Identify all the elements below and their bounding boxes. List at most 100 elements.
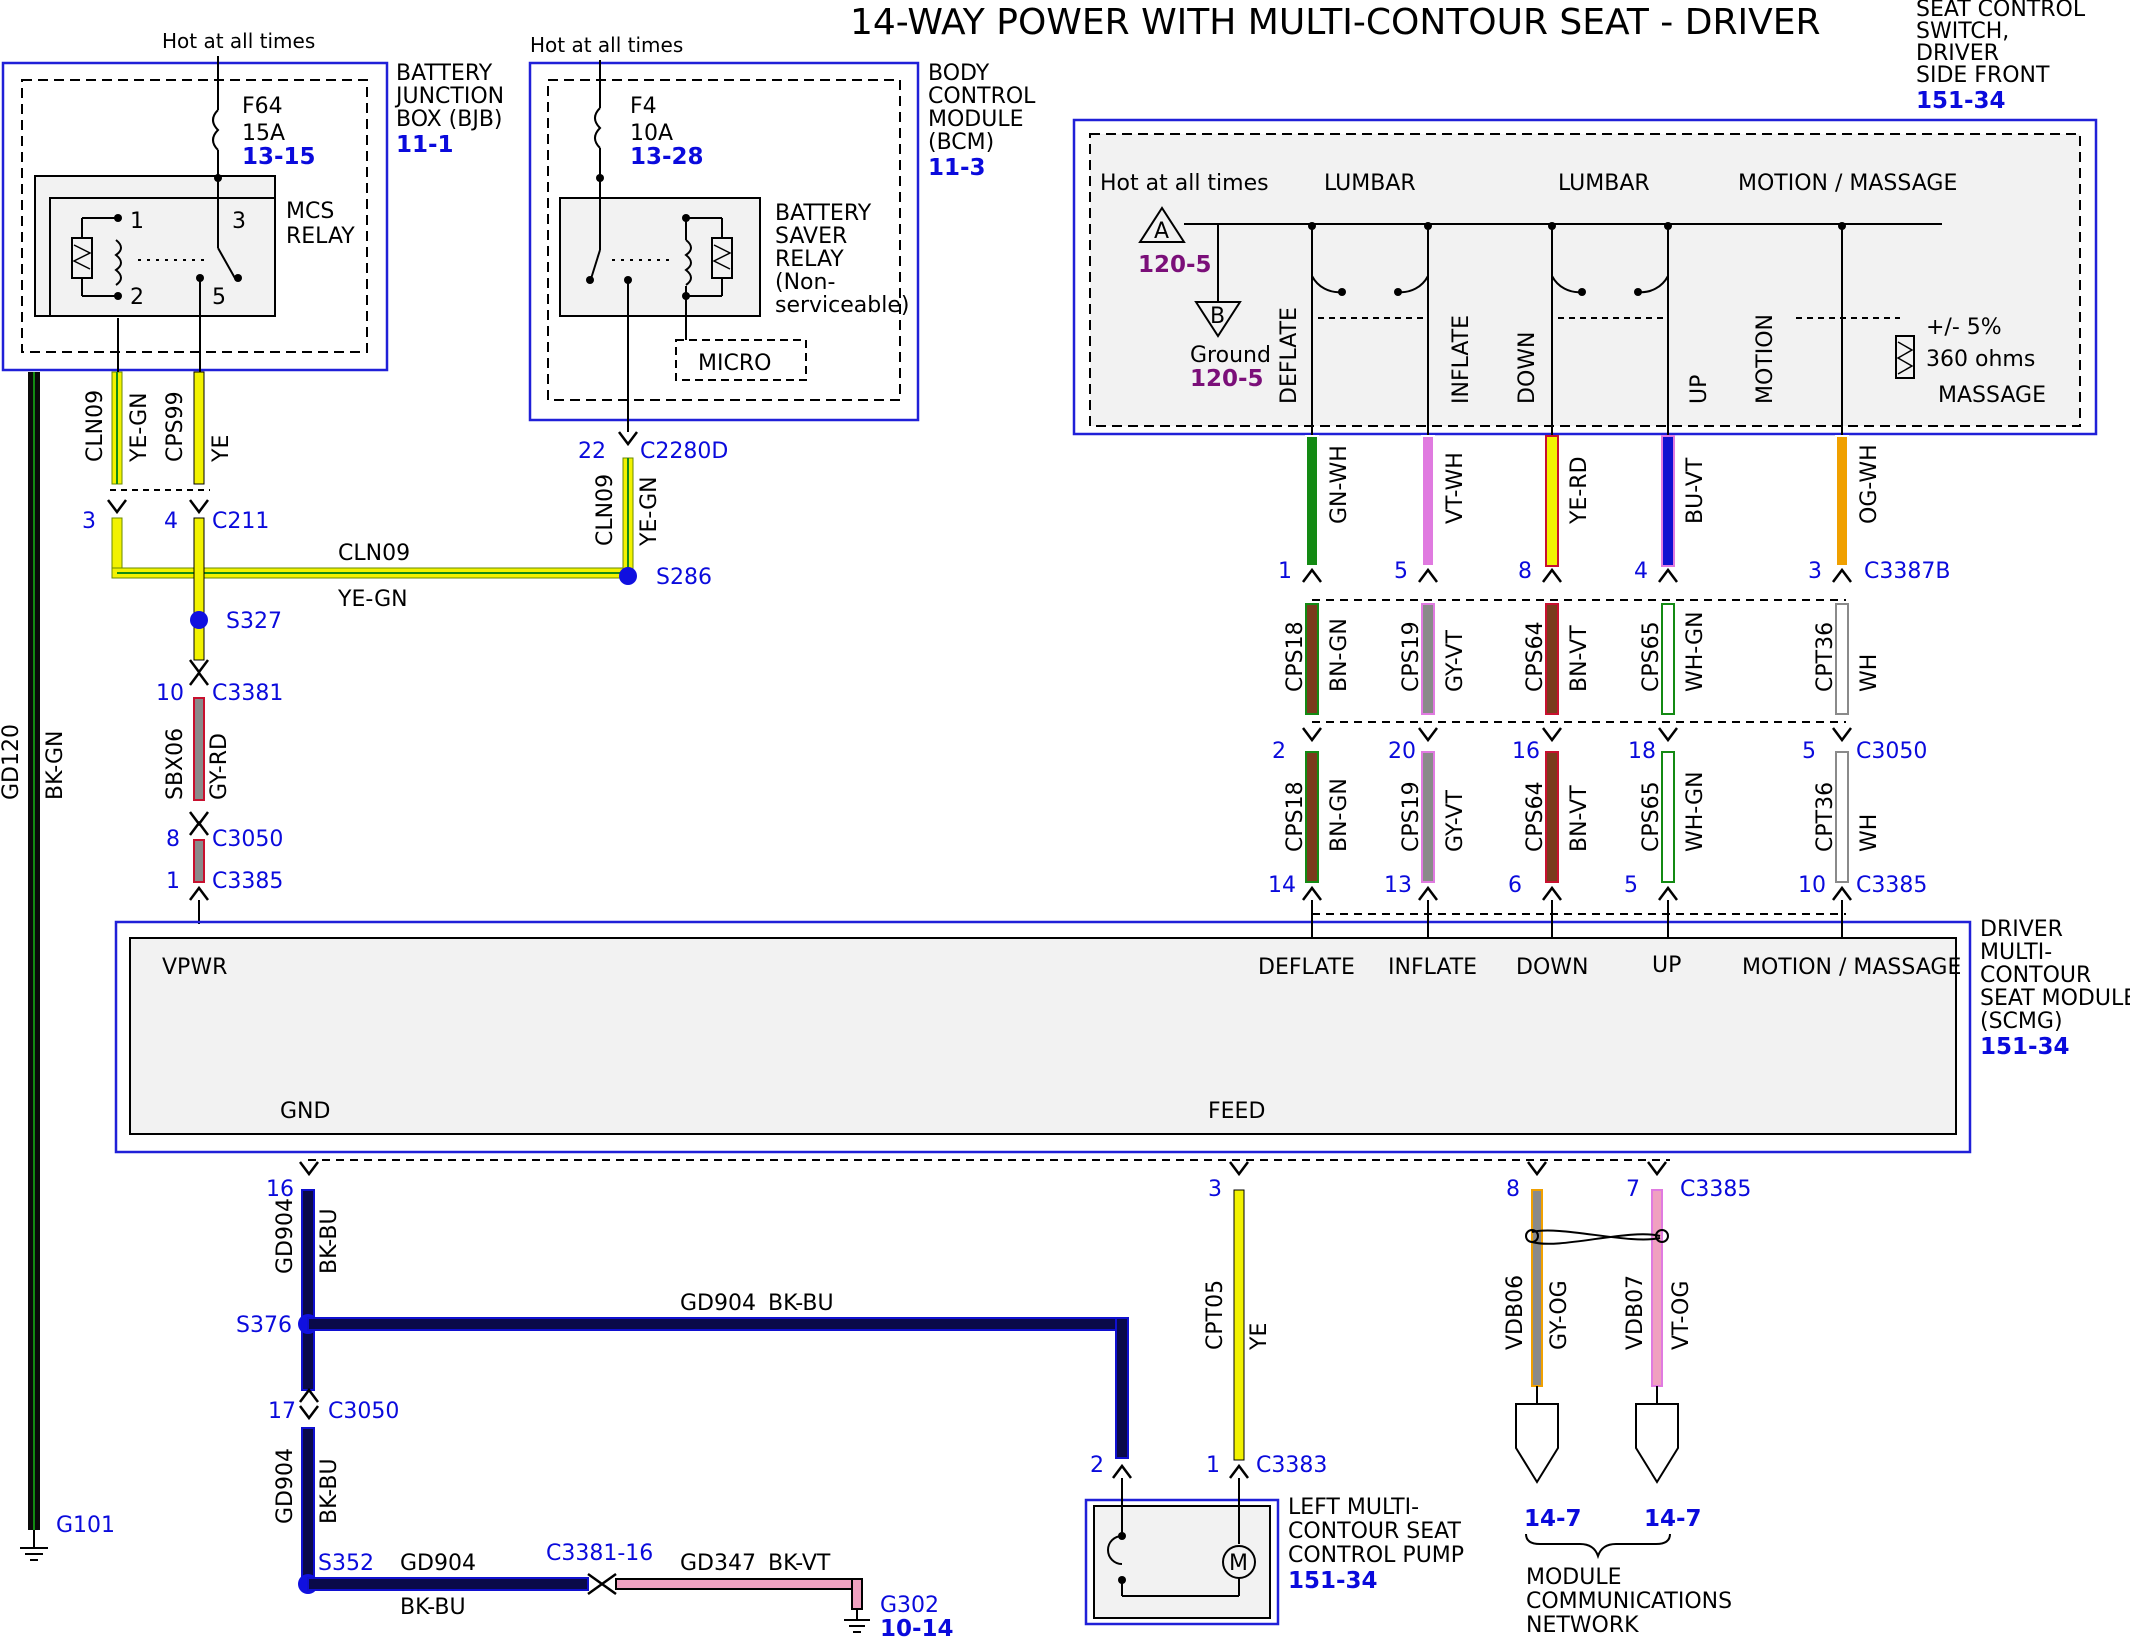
svg-text:SAVER: SAVER [775,224,847,249]
svg-text:NETWORK: NETWORK [1526,1613,1639,1638]
connector-arrow [1302,885,1322,901]
svg-text:BK-BU: BK-BU [317,1458,342,1524]
pin-number: 16 [1512,739,1540,764]
wire-color-label: GN-WH [1327,445,1352,524]
bus-node [1308,222,1316,230]
connector-arrow [1832,727,1852,743]
svg-text:SWITCH,: SWITCH, [1916,19,2009,44]
svg-text:DEFLATE: DEFLATE [1277,307,1302,404]
svg-text:DOWN: DOWN [1516,955,1588,980]
circuit-label: CPS65 [1639,781,1664,852]
svg-text:(SCMG): (SCMG) [1980,1009,2063,1034]
bus-node [1424,222,1432,230]
svg-text:G302: G302 [880,1593,939,1618]
wire-segment [1305,603,1319,715]
connector-arrow [1658,885,1678,901]
wire-color-label: BU-VT [1683,457,1708,524]
svg-text:CPS99: CPS99 [163,391,188,462]
bus-node [1664,222,1672,230]
svg-text:Hot at all times: Hot at all times [162,29,315,53]
svg-text:SBX06: SBX06 [163,728,188,800]
connector-arrow [1542,727,1562,743]
svg-text:15A: 15A [242,121,285,146]
svg-text:VT-OG: VT-OG [1669,1281,1694,1350]
connector-arrow [1542,885,1562,901]
svg-text:MODULE: MODULE [1526,1565,1622,1590]
connector-arrow [1418,885,1438,901]
svg-text:C3387B: C3387B [1864,559,1950,584]
svg-text:A: A [1154,219,1169,244]
svg-text:LEFT MULTI-: LEFT MULTI- [1288,1495,1419,1520]
svg-text:GD904: GD904 [400,1551,476,1576]
svg-text:RELAY: RELAY [775,247,844,272]
svg-text:14-7: 14-7 [1644,1506,1702,1532]
wire-segment [1835,751,1849,883]
svg-text:BK-GN: BK-GN [43,731,68,800]
svg-text:CONTOUR SEAT: CONTOUR SEAT [1288,1519,1461,1544]
pin-number: 6 [1508,873,1522,898]
svg-text:UP: UP [1652,953,1681,978]
connector-arrow [1832,567,1852,583]
svg-text:MODULE: MODULE [928,107,1024,132]
svg-text:CLN09: CLN09 [83,390,108,462]
svg-text:8: 8 [166,827,180,852]
svg-text:INFLATE: INFLATE [1388,955,1477,980]
svg-text:LUMBAR: LUMBAR [1324,171,1416,196]
pin-number: 4 [1634,559,1648,584]
svg-text:1: 1 [130,209,144,234]
svg-text:C3050: C3050 [328,1399,399,1424]
pin-number: 20 [1388,739,1416,764]
wire-segment [1835,435,1849,567]
wire-segment [1661,751,1675,883]
svg-text:MCS: MCS [286,199,334,224]
svg-text:1: 1 [1206,1453,1220,1478]
svg-text:B: B [1210,304,1225,329]
svg-text:LUMBAR: LUMBAR [1558,171,1650,196]
svg-text:COMMUNICATIONS: COMMUNICATIONS [1526,1589,1732,1614]
pin-number: 8 [1518,559,1532,584]
circuit-label: CPS64 [1523,621,1548,692]
pin-number: 18 [1628,739,1656,764]
svg-text:YE-GN: YE-GN [337,587,408,612]
wire-segment [1835,603,1849,715]
switch-contact [1338,288,1346,296]
wire-segment [1661,603,1675,715]
svg-text:FEED: FEED [1208,1099,1265,1124]
wire-segment [1305,751,1319,883]
svg-text:MASSAGE: MASSAGE [1938,383,2046,408]
svg-text:S286: S286 [656,565,712,590]
svg-text:DRIVER: DRIVER [1916,41,1999,66]
svg-text:DEFLATE: DEFLATE [1258,955,1355,980]
svg-text:8: 8 [1506,1177,1520,1202]
svg-text:UP: UP [1687,375,1712,404]
svg-text:CPT05: CPT05 [1203,1280,1228,1350]
svg-text:GD347: GD347 [680,1551,756,1576]
svg-text:11-3: 11-3 [928,155,986,181]
wire-color-label: WH [1857,814,1882,852]
svg-text:BK-BU: BK-BU [768,1291,834,1316]
wire-segment [1661,435,1675,567]
wire-color-label: WH [1857,654,1882,692]
svg-text:MICRO: MICRO [698,351,771,376]
svg-text:CONTOUR: CONTOUR [1980,963,2091,988]
connector-arrow [1302,567,1322,583]
wire-color-label: WH-GN [1683,771,1708,852]
svg-text:S352: S352 [318,1551,374,1576]
svg-text:120-5: 120-5 [1190,366,1264,392]
wire-color-label: BN-GN [1327,778,1352,852]
pin-number: 10 [1798,873,1826,898]
wire-color-label: BN-VT [1567,785,1592,852]
pin-number: 3 [1808,559,1822,584]
svg-text:VDB07: VDB07 [1623,1275,1648,1350]
svg-text:SEAT CONTROL: SEAT CONTROL [1916,0,2086,22]
svg-text:C2280D: C2280D [640,439,728,464]
svg-text:10A: 10A [630,121,673,146]
circuit-label: CPS18 [1283,781,1308,852]
wire-segment [1545,603,1559,715]
svg-text:YE-GN: YE-GN [637,476,662,547]
svg-text:13-15: 13-15 [242,144,316,170]
pin-number: 1 [1278,559,1292,584]
svg-text:22: 22 [578,439,606,464]
